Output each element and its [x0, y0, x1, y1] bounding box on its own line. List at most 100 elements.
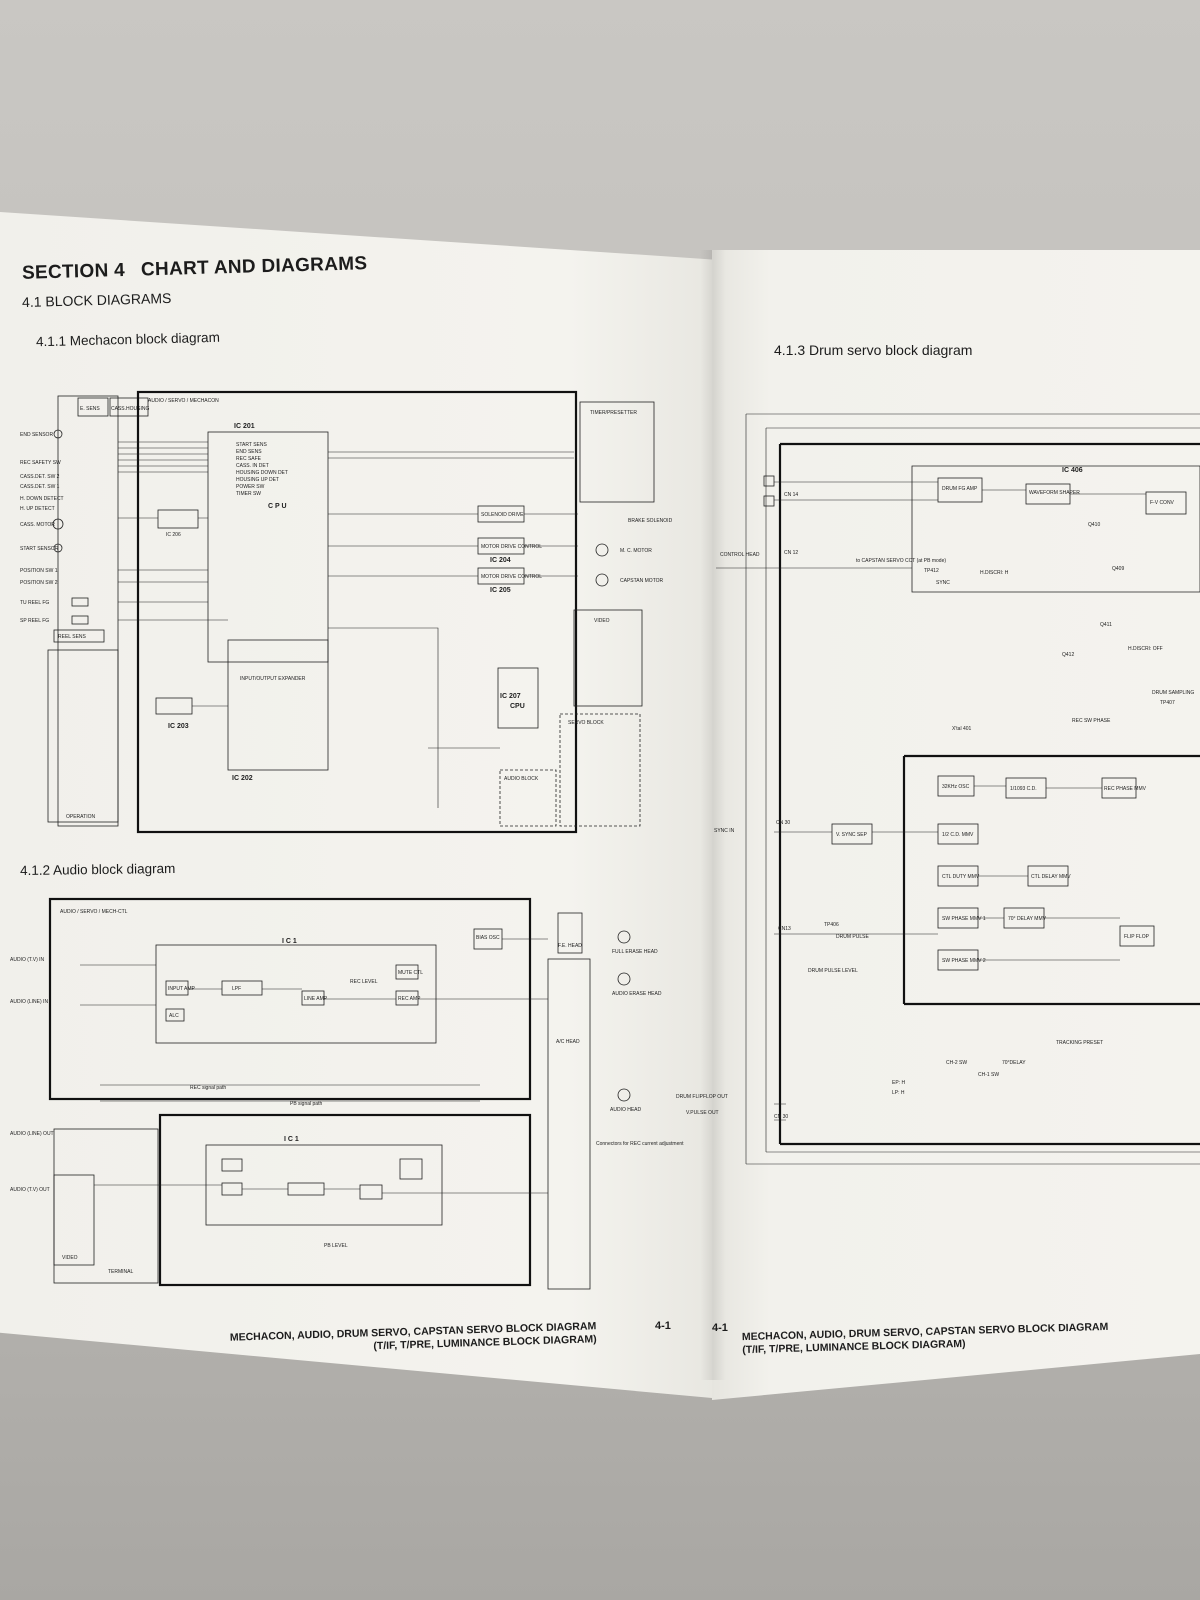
audio-frame-label: AUDIO / SERVO / MECH-CTL [60, 909, 128, 915]
input-label-10: TU REEL FG [20, 600, 49, 606]
v-pulse-out-label: V.PULSE OUT [686, 1110, 719, 1116]
rec-amp-box [395, 990, 419, 1006]
input-label-11: SP REEL FG [20, 618, 49, 624]
cass-motor-symbol [52, 518, 64, 530]
ic205-label: IC 205 [490, 587, 511, 594]
cpu-pin-6: POWER SW [236, 484, 265, 490]
start-sensor-symbol [53, 543, 63, 553]
section-number: SECTION 4 [21, 259, 126, 284]
bias-osc-label: BIAS OSC [476, 935, 500, 941]
mute-ctl-box [395, 964, 419, 980]
drum-outer-frame [745, 413, 1200, 1165]
cass-housing-box [109, 397, 149, 417]
v-sync-sep-label: V. SYNC SEP [836, 832, 868, 838]
flip-flop-label: FLIP FLOP [1124, 934, 1150, 940]
rec-amp-label: REC AMP [398, 996, 421, 1002]
waveform-shaper-label: WAVEFORM SHAPER [1029, 490, 1080, 496]
ic206-box [157, 509, 199, 529]
sp-reel-amp [71, 615, 89, 625]
audio-block-box [499, 769, 557, 827]
mc-motor-label: M. C. MOTOR [620, 548, 652, 554]
alc-box [165, 1008, 185, 1022]
control-head-label: CONTROL HEAD [720, 552, 760, 558]
line-amp-box [301, 990, 325, 1006]
audio-erase-head-symbol [617, 972, 631, 986]
sensor-column-frame [57, 395, 119, 827]
ic202-box [227, 639, 329, 771]
cn12-label: CN 12 [784, 550, 798, 556]
fe-amp-box [359, 1184, 383, 1200]
tp406-label: TP406 [824, 922, 839, 928]
q410-label: Q410 [1088, 522, 1100, 528]
drum-pulse-label: DRUM PULSE [836, 934, 869, 940]
tracking-preset-label: TRACKING PRESET [1056, 1040, 1103, 1046]
cpu-pin-1: END SENS [236, 449, 262, 455]
drum-fg-amp-label: DRUM FG AMP [942, 486, 978, 492]
q411-label: Q411 [1100, 622, 1112, 628]
ic406-label: IC 406 [1062, 467, 1083, 474]
video-terminal-box [53, 1174, 95, 1266]
sw-phase-2-label: SW PHASE MMV 2 [942, 958, 986, 964]
input-label-3: CASS.DET. SW 1 [20, 484, 60, 490]
video-box [573, 609, 643, 707]
tp407-label: TP407 [1160, 700, 1175, 706]
signal-lines [118, 441, 578, 808]
cn14-label: CN 14 [784, 492, 798, 498]
v-sync-sep-box [831, 823, 873, 845]
capstan-motor-symbol [595, 573, 609, 587]
reel-sens-box [53, 629, 105, 643]
input-label-8: POSITION SW 1 [20, 568, 58, 574]
input-label-1: REC SAFETY SW [20, 460, 61, 466]
audio-out-2-label: AUDIO (T.V) OUT [10, 1187, 50, 1193]
cn14-pin-1 [763, 475, 775, 487]
audio-block-diagram: AUDIO / SERVO / MECH-CTL I C 1 INPUT AMP… [10, 897, 684, 1290]
servo-ic-frame [902, 754, 1200, 1006]
timer-label: TIMER/PRESETTER [590, 410, 637, 416]
ic204-label: IC 204 [490, 557, 511, 564]
input-amp-box [165, 980, 189, 996]
servo-block-label: SERVO BLOCK [568, 720, 604, 726]
servo-block-box [559, 713, 641, 827]
book-gutter [700, 250, 726, 1380]
ic201-label: IC 201 [234, 423, 255, 430]
pb-path-label: PB signal path [290, 1101, 322, 1107]
audio-out-1-label: AUDIO (LINE) OUT [10, 1131, 54, 1137]
path-arrows [100, 1084, 480, 1102]
terminal-label: TERMINAL [108, 1269, 134, 1275]
ch1-sw-label: CH-1 SW [978, 1072, 999, 1078]
q412-label: Q412 [1062, 652, 1074, 658]
capstan-motor-label: CAPSTAN MOTOR [620, 578, 664, 584]
mute-ctl-lower-box [221, 1158, 243, 1172]
drum-ff-out-label: DRUM FLIPFLOP OUT [676, 1094, 728, 1100]
lpf-label: LPF [232, 986, 241, 992]
input-label-6: CASS. MOTOR [20, 522, 55, 528]
input-label-7: START SENSOR [20, 546, 59, 552]
drum-servo-block-diagram: CN 14 IC 406 DRUM FG AMP WAVEFORM SHAPER… [676, 413, 1200, 1165]
mute-ctl-label: MUTE CTL [398, 970, 423, 976]
ic201-box [207, 431, 329, 663]
cpu-pin-5: HOUSING UP DET [236, 477, 279, 483]
sw-box [399, 1158, 423, 1180]
brake-solenoid-label: BRAKE SOLENOID [628, 518, 673, 524]
ic1-box [155, 944, 437, 1044]
ctl-duty-label: CTL DUTY MMV [942, 874, 980, 880]
line-amp-lower-box [221, 1182, 243, 1196]
drum-pulse-level-label: DRUM PULSE LEVEL [808, 968, 858, 974]
infrared-receiver-box [155, 697, 193, 715]
audio-in-2-label: AUDIO (LINE) IN [10, 999, 48, 1005]
right-page [712, 250, 1200, 1400]
line-amp-label: LINE AMP [304, 996, 328, 1002]
flip-flop-box [1119, 925, 1155, 947]
sw-phase-1-label: SW PHASE MMV 1 [942, 916, 986, 922]
lpf-lower-box [287, 1182, 325, 1196]
drum-servo-heading: 4.1.3 Drum servo block diagram [774, 342, 973, 358]
q409-label: Q409 [1112, 566, 1124, 572]
cpu-pin-7: TIMER SW [236, 491, 261, 497]
drum-sampling-label: DRUM SAMPLING [1152, 690, 1194, 696]
left-page [0, 212, 712, 1398]
expander-label: INPUT/OUTPUT EXPANDER [240, 676, 306, 682]
cpu-pin-0: START SENS [236, 442, 268, 448]
ic1-lower-label: I C 1 [284, 1136, 299, 1143]
h-discri-off-label: H.DISCRI: OFF [1128, 646, 1163, 652]
cn30-label: CN 30 [776, 820, 790, 826]
